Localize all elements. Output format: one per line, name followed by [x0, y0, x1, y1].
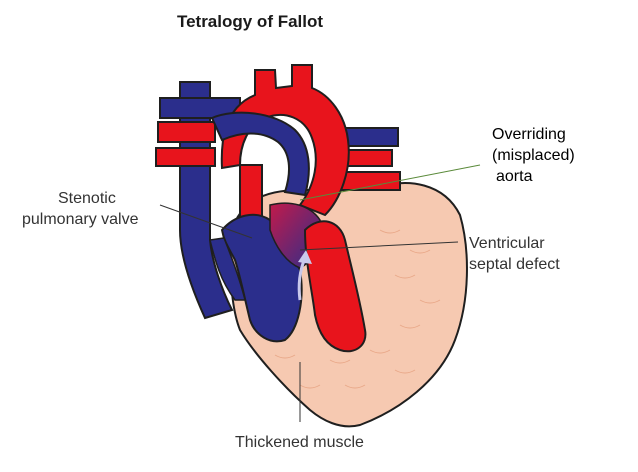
- leader-overriding-aorta: [299, 164, 481, 201]
- pulmonary-trunk: [210, 111, 310, 197]
- label-vsd-line1: Ventricular: [469, 235, 545, 252]
- label-overriding-aorta-line1: Overriding: [492, 126, 566, 143]
- leader-vsd: [299, 241, 459, 251]
- pulmonary-vein-left-upper: [157, 121, 216, 143]
- blood-flow-arrowhead: [298, 250, 312, 264]
- label-thickened-muscle: Thickened muscle: [235, 434, 364, 451]
- left-ventricle: [303, 220, 367, 353]
- pulmonary-vein-left-lower: [155, 147, 216, 167]
- aortic-arch: [220, 64, 350, 217]
- label-stenotic-valve-line2: pulmonary valve: [22, 211, 139, 228]
- label-overriding-aorta-line3: aorta: [496, 168, 533, 185]
- label-vsd-line2: septal defect: [469, 256, 560, 273]
- right-atrium: [209, 237, 246, 301]
- leader-stenotic-valve: [159, 204, 253, 239]
- label-vsd: Ventricular septal defect: [469, 233, 560, 275]
- label-stenotic-valve-line1: Stenotic: [58, 190, 116, 207]
- diagram-title: Tetralogy of Fallot: [176, 12, 324, 31]
- label-stenotic-valve: Stenotic pulmonary valve: [22, 188, 170, 230]
- label-overriding-aorta: Overriding (misplaced) aorta: [492, 124, 575, 187]
- label-overriding-aorta-line2: (misplaced): [492, 147, 575, 164]
